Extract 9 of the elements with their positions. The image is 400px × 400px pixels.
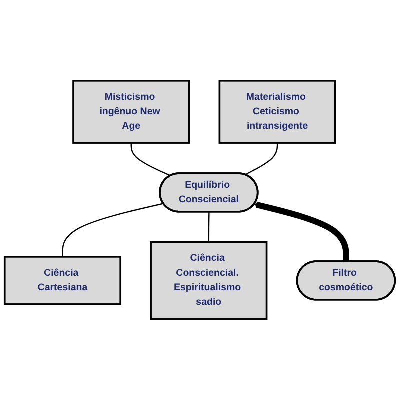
node-box: Ciência Consciencial. Espiritualismo sadio: [150, 241, 268, 320]
node-box: Ciência Cartesiana: [4, 256, 122, 306]
connector: [208, 212, 210, 242]
connector: [130, 143, 171, 176]
node-box: Materialismo Ceticismo intransigente: [218, 80, 336, 144]
arrow: [254, 202, 350, 262]
node-box: Misticismo ingênuo New Age: [72, 80, 190, 144]
connector: [62, 203, 164, 257]
connector: [245, 143, 278, 176]
